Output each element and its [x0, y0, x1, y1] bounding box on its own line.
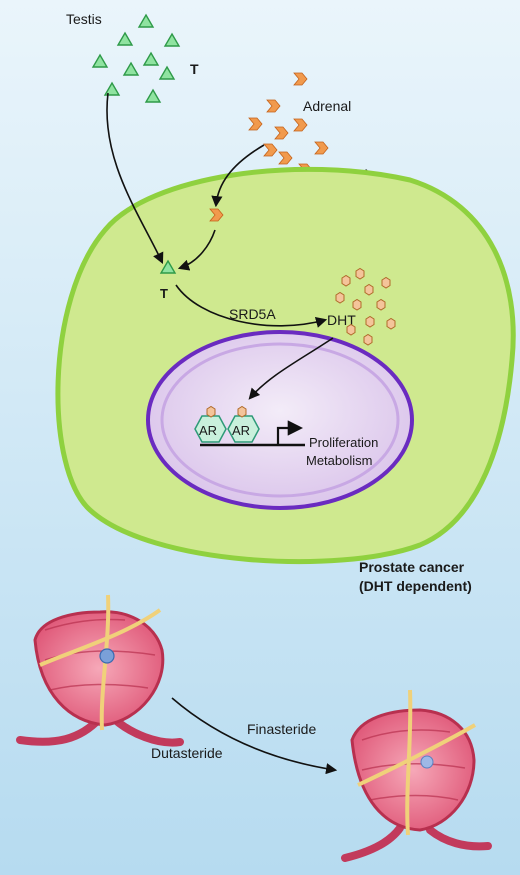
treatment-arrow [171, 697, 338, 775]
srd5a-conversion-arrow [175, 284, 328, 328]
dht-to-ar-arrow [248, 337, 334, 400]
prostate-after-treatment [341, 689, 492, 862]
prostate-cancer-label: Prostate cancer [359, 559, 465, 575]
dht-icon [365, 316, 375, 328]
metabolism-label: Metabolism [306, 453, 372, 468]
dht-icon [386, 318, 396, 330]
dht-dependent-label: (DHT dependent) [359, 578, 472, 594]
androgen-receptor-2 [227, 415, 260, 443]
androgen-receptor-1 [194, 415, 227, 443]
ar-label-2: AR [232, 423, 250, 438]
dht-icon [355, 268, 365, 280]
dht-icon [381, 277, 391, 289]
dhea-to-t-arrow [177, 229, 216, 271]
dht-icon [206, 406, 216, 418]
finasteride-label: Finasteride [247, 721, 316, 737]
testosterone-label: T [190, 61, 199, 77]
prostate-before-treatment [16, 594, 184, 747]
srd5a-label: SRD5A [229, 306, 276, 322]
dht-icon [341, 275, 351, 287]
dht-icon [363, 334, 373, 346]
dht-icon [364, 284, 374, 296]
dht-icon [335, 292, 345, 304]
tumor-icon [99, 648, 115, 664]
gene-start-arrow [276, 420, 304, 445]
proliferation-label: Proliferation [309, 435, 378, 450]
dht-icon [376, 299, 386, 311]
testis-label: Testis [66, 11, 102, 27]
tumor-icon [420, 755, 434, 769]
dht-label: DHT [327, 312, 356, 328]
cell-testosterone-label: T [160, 286, 168, 301]
testis-to-t-arrow [106, 92, 164, 265]
dht-icon [352, 299, 362, 311]
cell-nucleus [146, 330, 414, 510]
dht-icon [346, 324, 356, 336]
adrenal-to-dhea-arrow [211, 144, 265, 208]
dutasteride-label: Dutasteride [151, 745, 223, 761]
nucleus-inner-membrane [160, 342, 400, 498]
adrenal-label: Adrenal [303, 98, 351, 114]
ar-label-1: AR [199, 423, 217, 438]
dht-icon [237, 406, 247, 418]
